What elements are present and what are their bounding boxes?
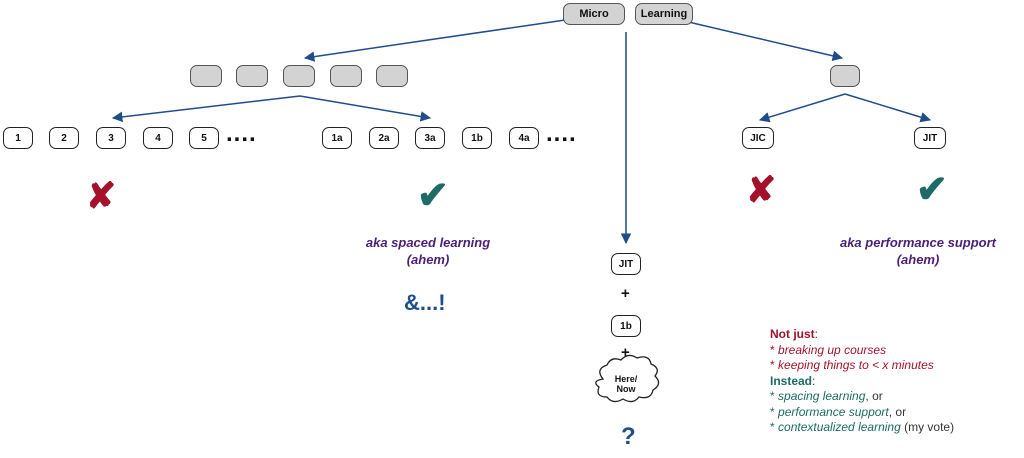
notes-item: * spacing learning, or [770, 389, 883, 403]
cross-mark-icon: ✘ [86, 175, 117, 216]
spaced-node: 2a [369, 127, 399, 149]
chunk-node [330, 65, 362, 87]
caption-line: (ahem) [406, 252, 450, 267]
spaced-node: 1a [322, 127, 352, 149]
sequence-node: 3 [96, 127, 126, 149]
left-ellipsis: .... [226, 120, 257, 147]
caption-line: aka spaced learning [365, 235, 491, 250]
check-mark-icon: ✔ [417, 175, 449, 217]
sequence-node: 1 [3, 127, 33, 149]
arrow-right-to-jic [758, 93, 846, 123]
arrow-learning-to-right [679, 19, 844, 61]
notes-item: * performance support, or [770, 404, 907, 419]
arrow-right-to-jit [844, 93, 932, 123]
arrow-chunks-to-mid [299, 95, 432, 122]
sequence-node: 5 [189, 127, 219, 149]
plus-sign: + [621, 285, 630, 302]
right-branch-node [830, 65, 860, 87]
spaced-learning-caption: aka spaced learning (ahem) [348, 234, 508, 268]
caption-line: aka performance support [839, 235, 997, 250]
chunk-node [190, 65, 222, 87]
center-jit-node: JIT [611, 253, 641, 275]
performance-support-caption: aka performance support (ahem) [818, 234, 1018, 268]
here-now-label: Here/ Now [606, 374, 646, 394]
here-now-cloud [595, 354, 660, 403]
notes-item: * keeping things to < x minutes [770, 358, 934, 372]
notes-item: * breaking up courses [770, 342, 887, 357]
spaced-node: 3a [415, 127, 445, 149]
spaced-node: 4a [509, 127, 539, 149]
plus-sign: + [621, 344, 630, 361]
jit-node: JIT [914, 127, 946, 149]
cloud-line: Now [616, 384, 636, 394]
micro-node: Micro [563, 3, 625, 25]
check-mark-icon: ✔ [916, 169, 948, 211]
spaced-node: 1b [462, 127, 492, 149]
notes-heading-instead: Instead: [770, 373, 816, 388]
caption-line: (ahem) [896, 252, 940, 267]
and-more-text: &...! [404, 290, 446, 315]
chunk-node [283, 65, 315, 87]
sequence-node: 2 [49, 127, 79, 149]
cloud-line: Here/ [614, 374, 638, 384]
chunk-node [236, 65, 268, 87]
mid-ellipsis: .... [546, 120, 577, 147]
chunk-node [376, 65, 408, 87]
notes-block: Not just: * breaking up courses * keepin… [770, 327, 954, 436]
notes-heading-not-just: Not just: [770, 327, 819, 341]
question-mark: ? [621, 423, 636, 450]
learning-node: Learning [635, 3, 693, 25]
arrow-chunks-to-left [111, 95, 301, 123]
jic-node: JIC [742, 127, 774, 149]
notes-item: * contextualized learning (my vote) [770, 420, 955, 434]
arrow-micro-to-chunks [303, 19, 566, 62]
cross-mark-icon: ✘ [746, 169, 777, 210]
sequence-node: 4 [143, 127, 173, 149]
center-1b-node: 1b [611, 315, 641, 337]
